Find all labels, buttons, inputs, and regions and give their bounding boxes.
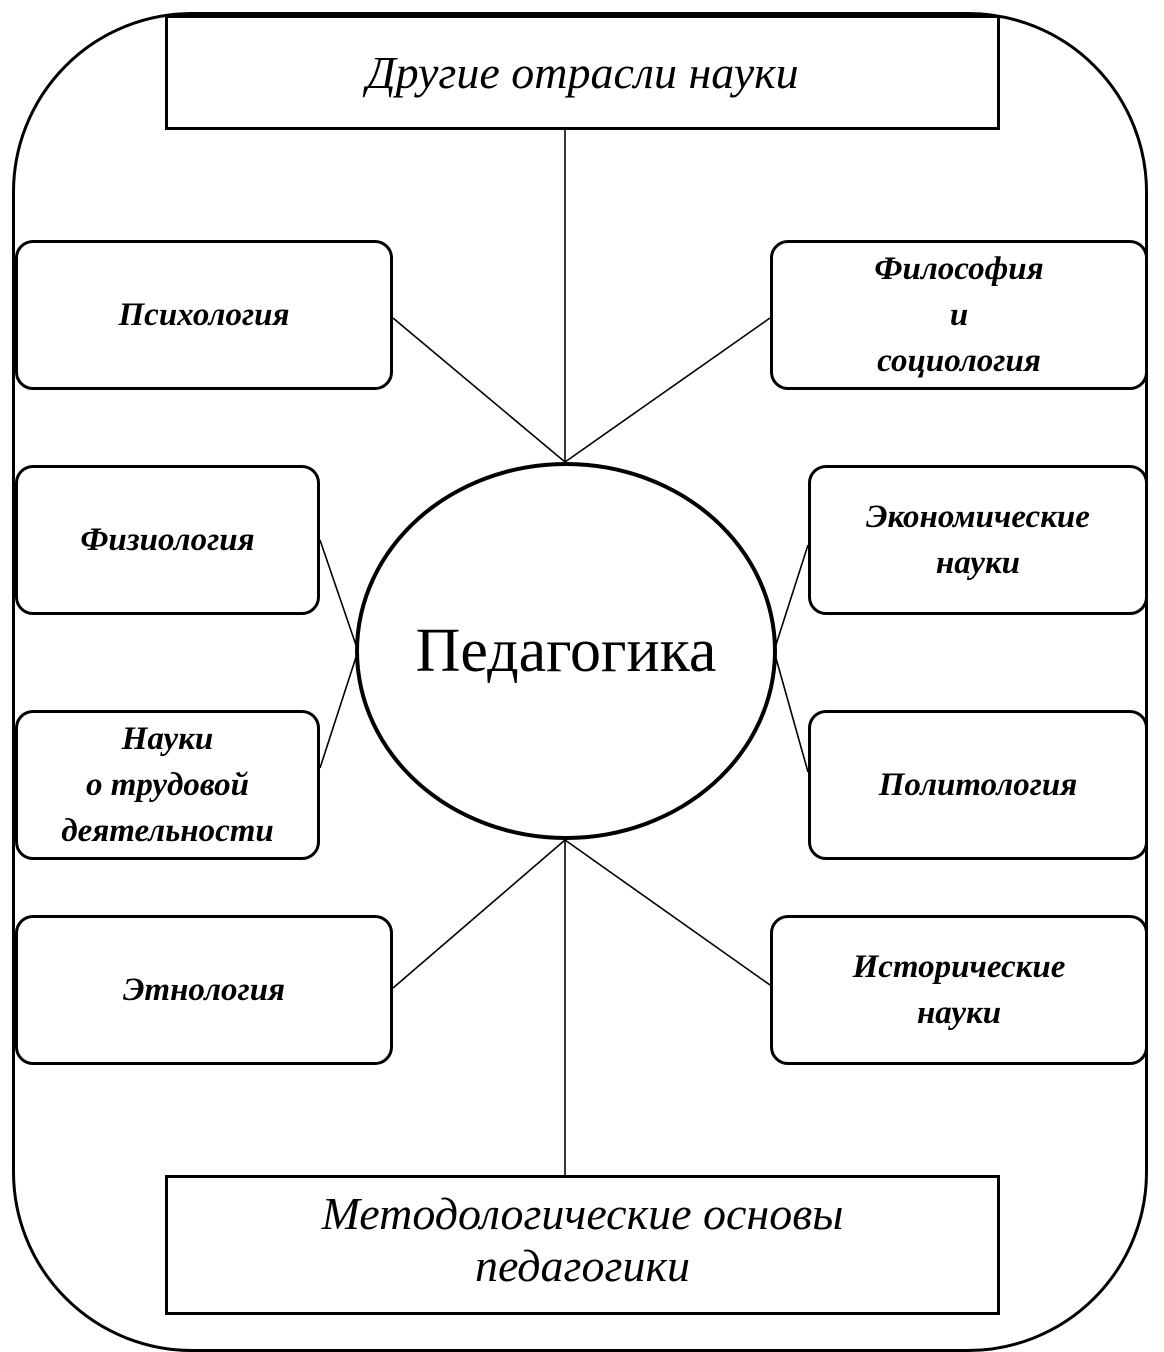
connector-physiology: [319, 539, 359, 652]
historical-sciences-box: Исторические науки: [770, 915, 1148, 1065]
connector-psychology: [392, 317, 566, 463]
pedagogy-relations-diagram: Другие отрасли науки Педагогика Психолог…: [12, 12, 1148, 1352]
connector-philosophy: [564, 317, 771, 463]
connector-history: [564, 839, 771, 986]
economic-sciences-box: Экономические науки: [808, 465, 1148, 615]
methodological-foundations-banner: Методологические основы педагогики: [165, 1175, 1000, 1315]
connector-economics: [773, 544, 809, 652]
connector-lines: [319, 130, 809, 1175]
connector-ethnology: [392, 839, 566, 989]
labor-sciences-box: Науки о трудовой деятельности: [15, 710, 320, 860]
pedagogy-center-node: Педагогика: [355, 462, 777, 840]
connector-politology: [773, 650, 809, 773]
physiology-box: Физиология: [15, 465, 320, 615]
psychology-box: Психология: [15, 240, 393, 390]
other-sciences-banner: Другие отрасли науки: [165, 15, 1000, 130]
connector-labor: [319, 650, 359, 769]
philosophy-sociology-box: Философия и социология: [770, 240, 1148, 390]
ethnology-box: Этнология: [15, 915, 393, 1065]
politology-box: Политология: [808, 710, 1148, 860]
